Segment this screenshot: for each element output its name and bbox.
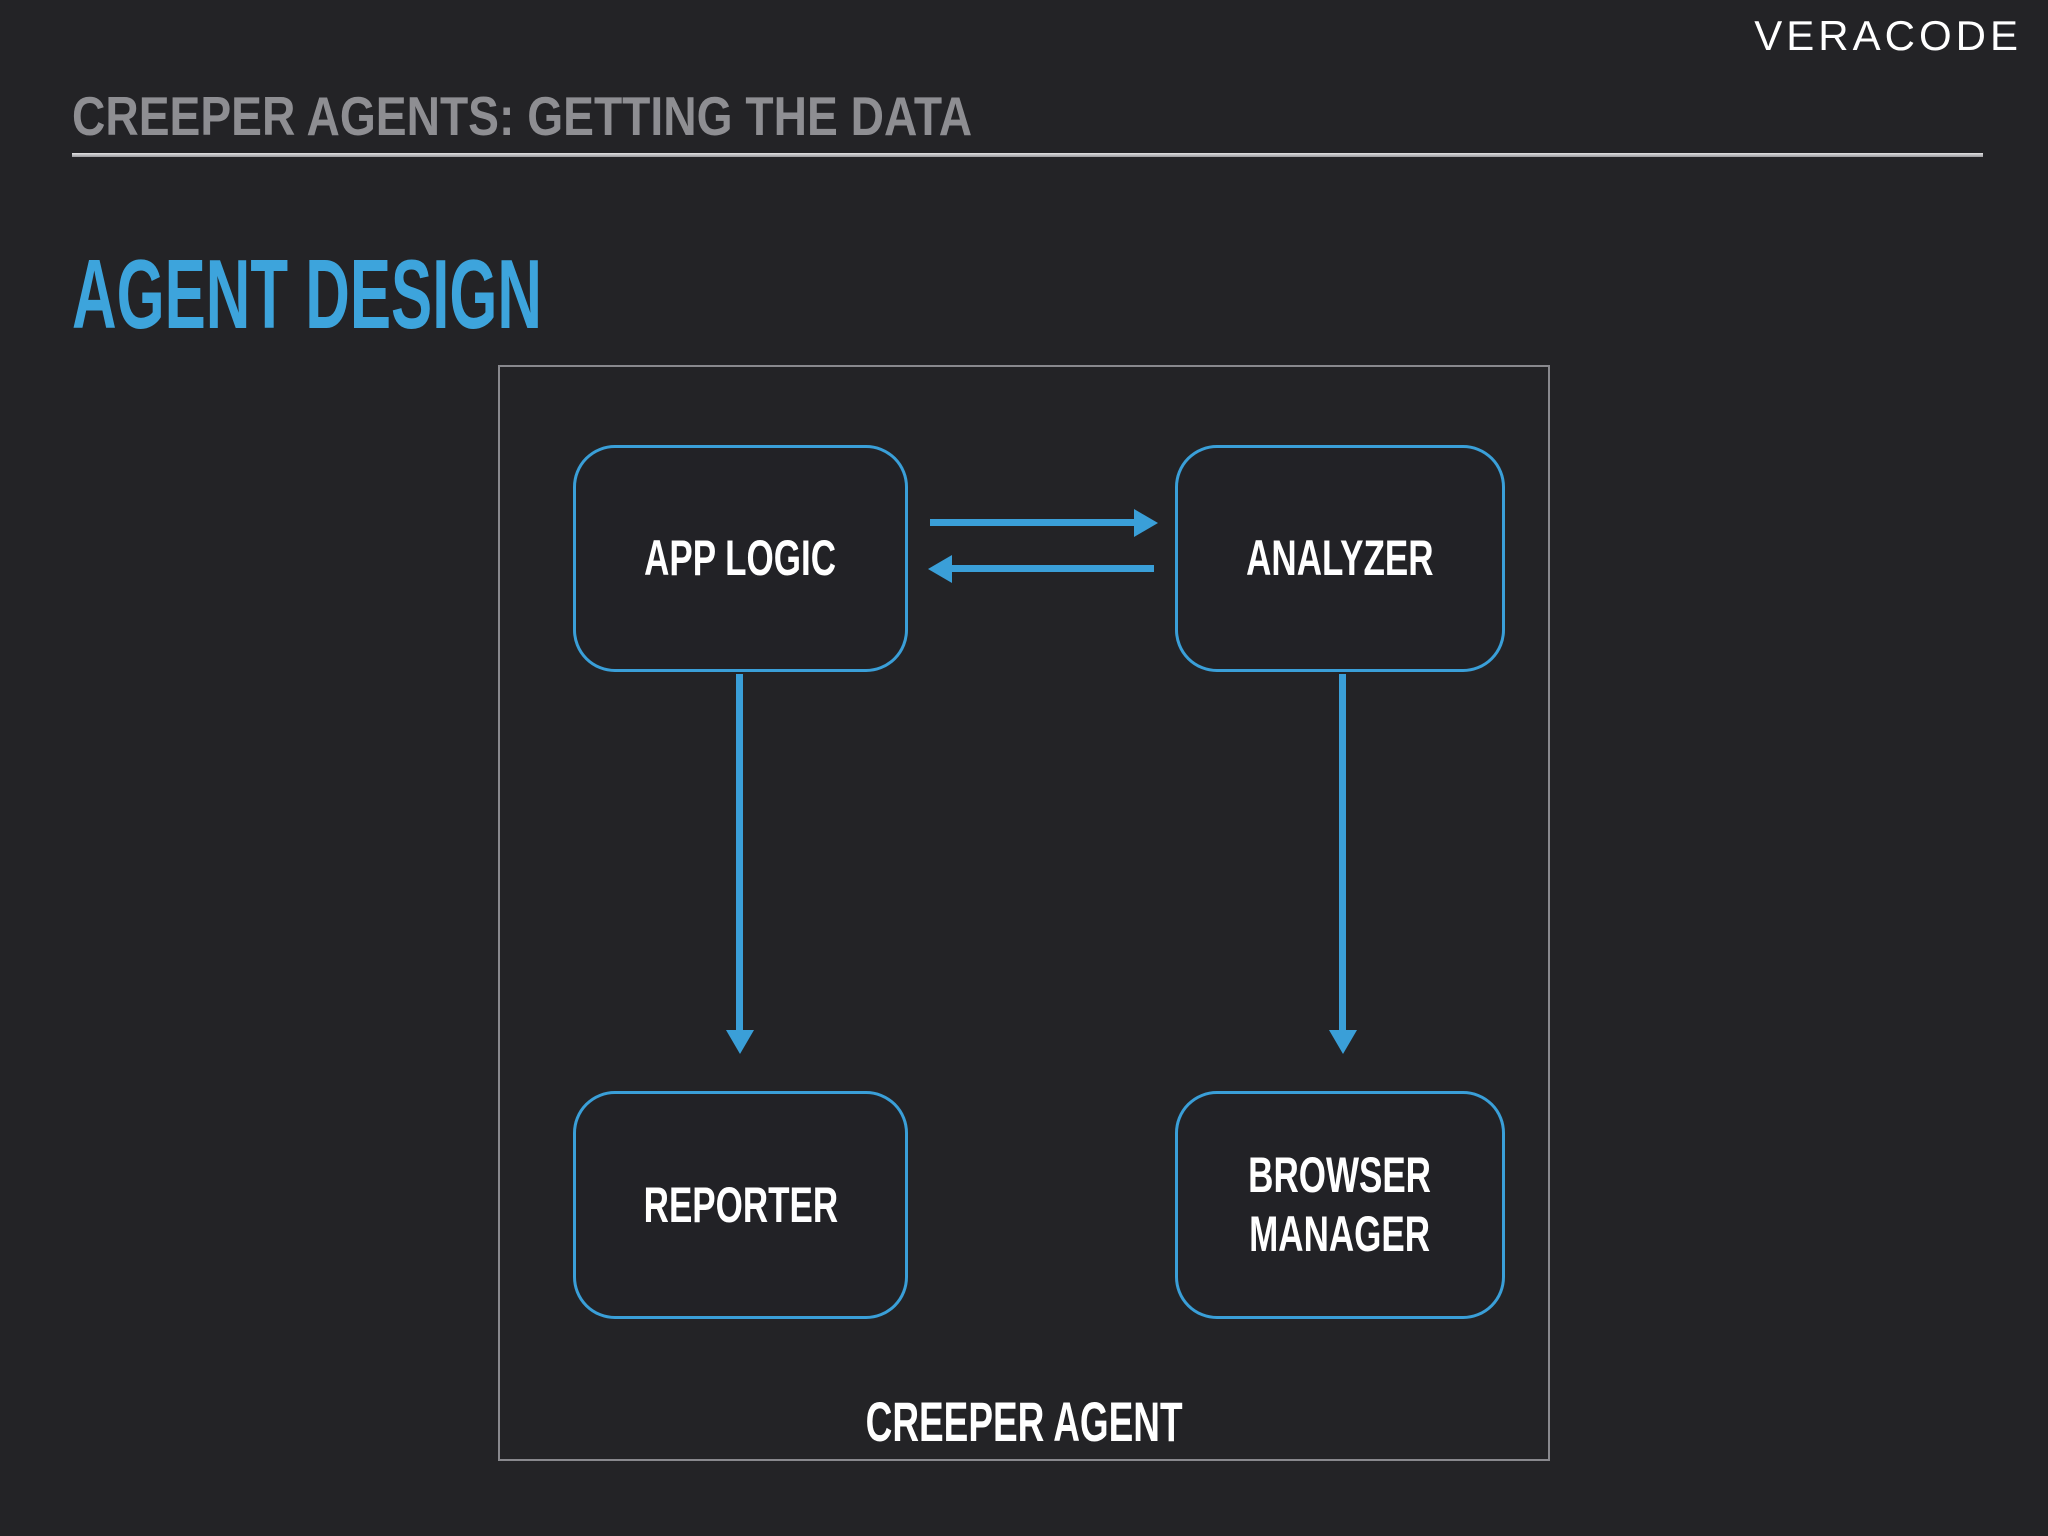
creeper-agent-container: APP LOGIC ANALYZER REPORTER BROWSER MANA… xyxy=(498,365,1550,1461)
arrowhead-right-icon xyxy=(1134,509,1158,537)
slide-header: CREEPER AGENTS: GETTING THE DATA xyxy=(72,84,1144,148)
container-caption: CREEPER AGENT xyxy=(500,1389,1548,1454)
node-analyzer-label: ANALYZER xyxy=(1246,530,1434,586)
veracode-logo: VERACODE xyxy=(1754,12,2022,59)
node-browser-manager: BROWSER MANAGER xyxy=(1175,1091,1505,1319)
edge-analyzer-to-applogic xyxy=(952,565,1154,572)
edge-applogic-to-reporter xyxy=(736,674,743,1032)
node-app-logic: APP LOGIC xyxy=(573,445,908,672)
node-analyzer: ANALYZER xyxy=(1175,445,1505,672)
node-reporter: REPORTER xyxy=(573,1091,908,1319)
container-caption-text: CREEPER AGENT xyxy=(865,1390,1183,1453)
page-title-text: AGENT DESIGN xyxy=(72,239,542,349)
page-title: AGENT DESIGN xyxy=(72,238,818,351)
arrowhead-down-icon xyxy=(1329,1030,1357,1054)
node-reporter-label: REPORTER xyxy=(643,1176,838,1233)
node-app-logic-label: APP LOGIC xyxy=(644,530,837,586)
arrowhead-down-icon xyxy=(726,1030,754,1054)
header-divider xyxy=(72,153,1983,157)
edge-applogic-to-analyzer xyxy=(930,519,1136,526)
slide-header-text: CREEPER AGENTS: GETTING THE DATA xyxy=(72,85,973,147)
edge-analyzer-to-browsermanager xyxy=(1339,674,1346,1032)
arrowhead-left-icon xyxy=(928,555,952,583)
node-browser-manager-label: BROWSER MANAGER xyxy=(1248,1147,1432,1262)
